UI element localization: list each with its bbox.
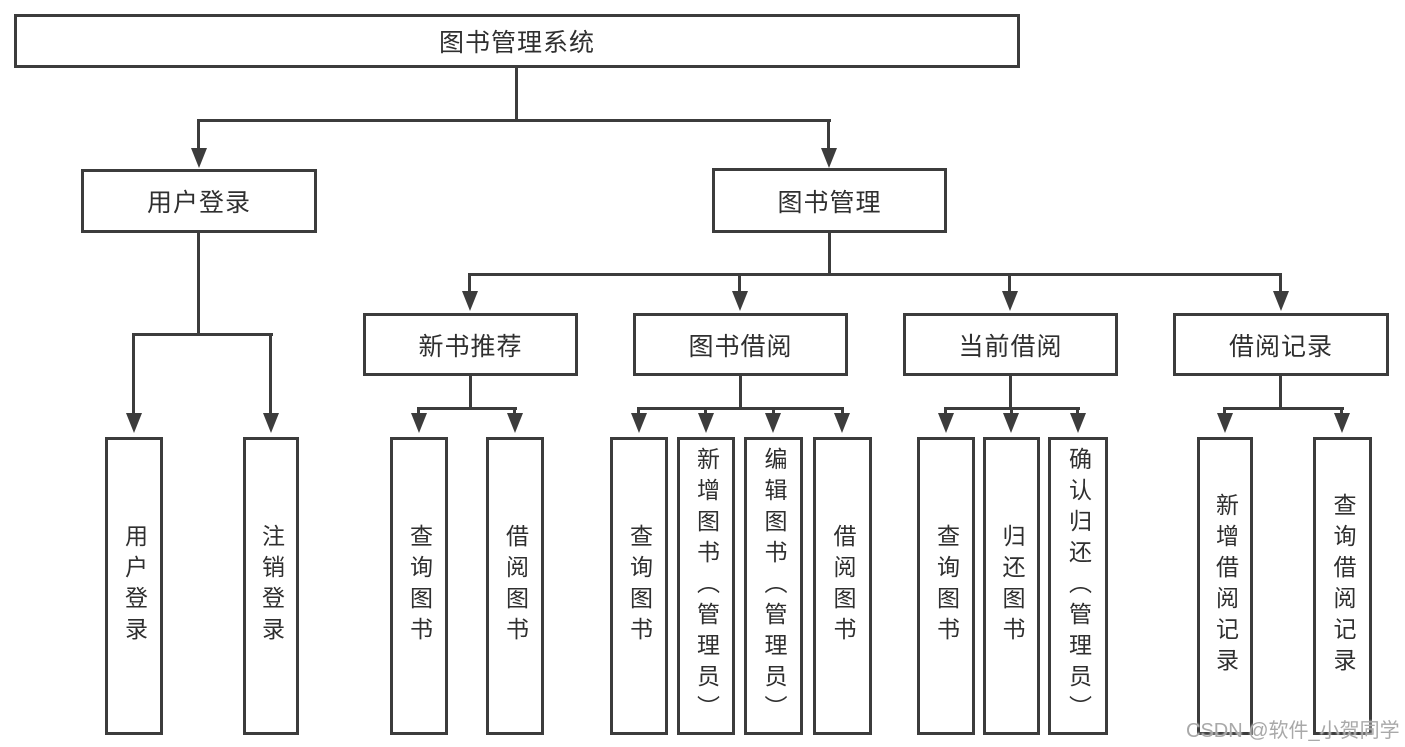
connector [269, 333, 272, 417]
connector [841, 407, 844, 418]
arrowhead [631, 413, 647, 433]
connector [197, 231, 200, 336]
connector [1279, 374, 1282, 410]
connector [513, 407, 516, 418]
node-label: 借阅图书 [502, 524, 529, 648]
leaf-query-borrow-record: 查询借阅记录 [1313, 437, 1372, 735]
arrowhead [1070, 413, 1086, 433]
node-label: 用户登录 [146, 189, 251, 217]
arrowhead [411, 413, 427, 433]
connector [828, 231, 831, 276]
leaf-add-borrow-record: 新增借阅记录 [1197, 437, 1253, 735]
node-label: 查询图书 [933, 524, 960, 648]
node-label: 图书管理 [777, 188, 882, 217]
leaf-confirm-return-admin: 确认归还（管理员） [1048, 437, 1108, 735]
leaf-edit-books-admin: 编辑图书（管理员） [744, 437, 803, 735]
node-book-borrowing: 图书借阅 [633, 313, 848, 376]
arrowhead [938, 413, 954, 433]
connector [944, 407, 947, 418]
connector [1010, 407, 1013, 418]
connector [468, 273, 471, 295]
arrowhead [1217, 413, 1233, 433]
connector [1223, 407, 1344, 410]
leaf-borrow-books-2: 借阅图书 [813, 437, 872, 735]
connector [738, 273, 741, 295]
arrowhead [507, 413, 523, 433]
node-user-login: 用户登录 [81, 169, 317, 233]
connector [1340, 407, 1343, 418]
connector [515, 66, 518, 122]
arrowhead [698, 413, 714, 433]
node-label: 查询图书 [406, 524, 433, 648]
node-label: 确认归还（管理员） [1065, 446, 1092, 726]
arrowhead [1002, 291, 1018, 311]
node-label: 新增图书（管理员） [693, 446, 720, 726]
arrowhead [821, 148, 837, 168]
arrowhead [1273, 291, 1289, 311]
node-label: 新书推荐 [418, 332, 523, 361]
connector [637, 407, 844, 410]
leaf-logout: 注销登录 [243, 437, 299, 735]
node-book-management: 图书管理 [712, 168, 947, 233]
connector [197, 119, 831, 122]
connector [1223, 407, 1226, 418]
node-label: 归还图书 [999, 524, 1025, 648]
leaf-query-books-2: 查询图书 [610, 437, 668, 735]
connector [1009, 374, 1012, 410]
node-label: 借阅记录 [1228, 332, 1333, 361]
connector [417, 407, 517, 410]
node-label: 查询图书 [626, 524, 653, 648]
node-label: 新增借阅记录 [1212, 493, 1239, 679]
connector [1008, 273, 1011, 295]
connector [1076, 407, 1079, 418]
arrowhead [1334, 413, 1350, 433]
connector [772, 407, 775, 418]
connector [637, 407, 640, 418]
connector [469, 374, 472, 410]
arrowhead [1003, 413, 1019, 433]
connector [468, 273, 1282, 276]
connector [1279, 273, 1282, 295]
connector [417, 407, 420, 418]
node-current-borrowing: 当前借阅 [903, 313, 1118, 376]
connector [132, 333, 273, 336]
node-new-book-recommend: 新书推荐 [363, 313, 578, 376]
node-label: 借阅图书 [830, 524, 856, 648]
leaf-user-login: 用户登录 [105, 437, 163, 735]
connector [827, 119, 830, 152]
leaf-query-books-3: 查询图书 [917, 437, 975, 735]
connector [704, 407, 707, 418]
node-label: 查询借阅记录 [1330, 493, 1356, 679]
node-label: 用户登录 [121, 524, 148, 648]
arrowhead [732, 291, 748, 311]
node-root-library-management-system: 图书管理系统 [14, 14, 1020, 68]
leaf-borrow-books-1: 借阅图书 [486, 437, 544, 735]
node-label: 注销登录 [258, 524, 285, 648]
node-label: 编辑图书（管理员） [761, 446, 787, 726]
arrowhead [462, 291, 478, 311]
arrowhead [834, 413, 850, 433]
leaf-return-books: 归还图书 [983, 437, 1040, 735]
node-label: 图书管理系统 [438, 29, 595, 57]
node-label: 当前借阅 [958, 332, 1063, 361]
node-label: 图书借阅 [688, 332, 793, 361]
csdn-watermark: CSDN @软件_小贺同学 [1186, 720, 1400, 742]
arrowhead [191, 148, 207, 168]
connector [197, 119, 200, 152]
connector [132, 333, 135, 417]
leaf-query-books-1: 查询图书 [390, 437, 448, 735]
leaf-add-books-admin: 新增图书（管理员） [677, 437, 735, 735]
node-borrowing-records: 借阅记录 [1173, 313, 1389, 376]
arrowhead [263, 413, 279, 433]
connector [739, 374, 742, 410]
arrowhead [126, 413, 142, 433]
arrowhead [765, 413, 781, 433]
